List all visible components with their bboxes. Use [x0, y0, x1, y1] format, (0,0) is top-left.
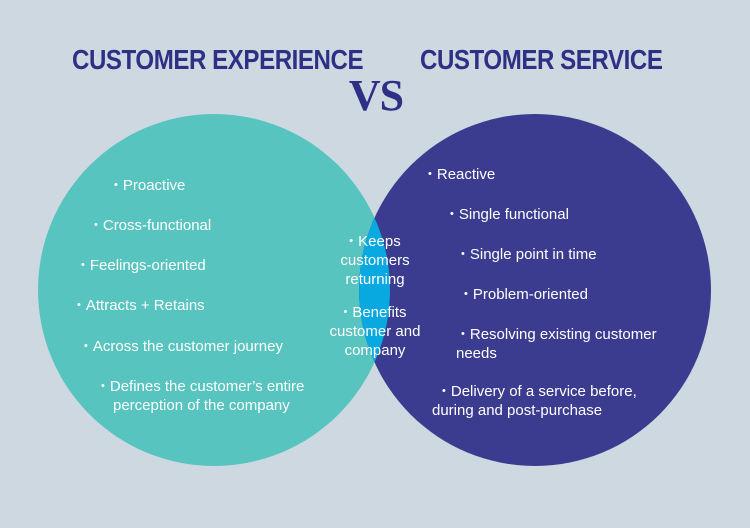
left-item: •Across the customer journey	[84, 338, 283, 355]
right-item: •Resolving existing customer	[461, 326, 657, 343]
left-item: •Attracts + Retains	[77, 297, 205, 314]
right-item: •Problem-oriented	[464, 286, 588, 303]
customer-service-circle	[359, 114, 711, 466]
right-item: •Single functional	[450, 206, 569, 223]
customer-experience-title: CUSTOMER EXPERIENCE	[72, 44, 364, 75]
right-item: •Delivery of a service before,	[442, 383, 637, 400]
left-item: •Cross-functional	[94, 217, 212, 234]
left-item-continuation: perception of the company	[113, 397, 290, 414]
left-item: •Defines the customer’s entire	[101, 378, 305, 395]
left-item: •Proactive	[114, 177, 186, 194]
vs-label: VS	[348, 71, 404, 120]
right-item-continuation: needs	[456, 345, 497, 362]
center-item: •Keeps customers returning	[340, 233, 410, 288]
customer-experience-circle	[38, 114, 390, 466]
center-item: •Benefits customer and company	[329, 304, 421, 359]
right-item: •Single point in time	[461, 246, 597, 263]
left-item: •Feelings-oriented	[81, 257, 206, 274]
customer-service-title: CUSTOMER SERVICE	[420, 44, 663, 75]
right-item: •Reactive	[428, 166, 496, 183]
right-item-continuation: during and post-purchase	[432, 402, 603, 419]
